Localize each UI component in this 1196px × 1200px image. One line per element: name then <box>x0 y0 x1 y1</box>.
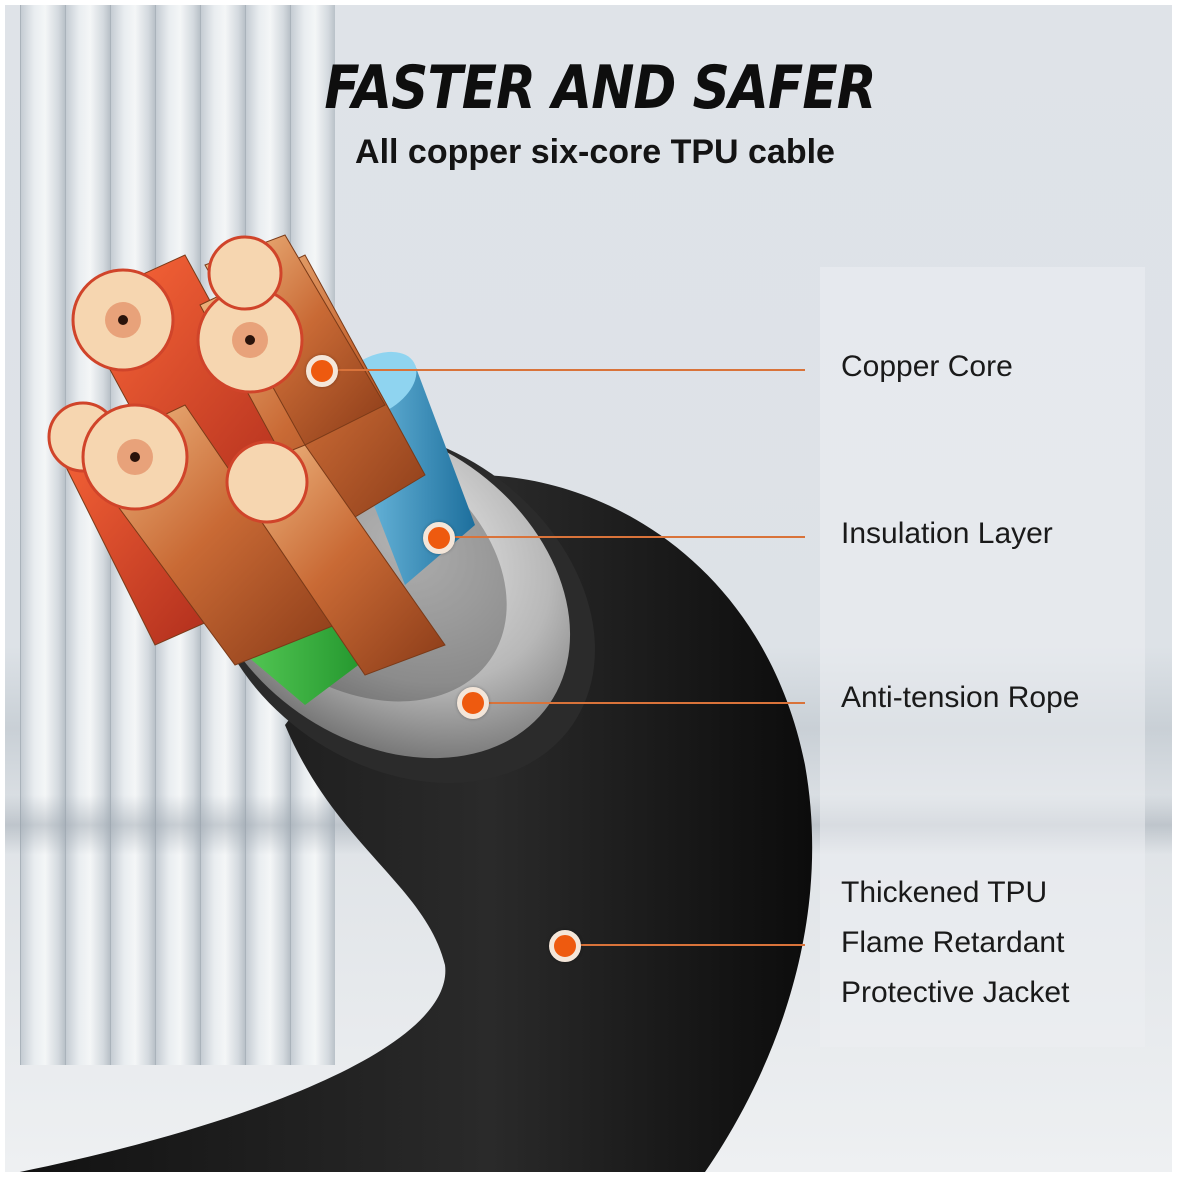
marker-dot-icon <box>549 930 581 962</box>
headline-subtitle: All copper six-core TPU cable <box>355 133 835 171</box>
leader-line-copper-core <box>335 369 805 371</box>
callout-label-jacket-line-1: Thickened TPU <box>841 876 1048 909</box>
callout-label-insulation-layer: Insulation Layer <box>841 517 1053 550</box>
marker-dot-icon <box>423 522 455 554</box>
leader-line-anti-tension-rope <box>485 702 805 704</box>
leader-line-insulation-layer <box>450 536 805 538</box>
callout-label-copper-core: Copper Core <box>841 350 1013 383</box>
headline-title: FASTER AND SAFER <box>324 53 876 123</box>
callout-label-jacket-line-2: Flame Retardant <box>841 926 1065 959</box>
marker-dot-icon <box>457 687 489 719</box>
callout-label-jacket-line-3: Protective Jacket <box>841 976 1070 1009</box>
product-image: FASTER AND SAFER All copper six-core TPU… <box>5 5 1172 1172</box>
marker-dot-icon <box>306 355 338 387</box>
leader-line-jacket <box>575 944 805 946</box>
label-panel <box>820 267 1145 1047</box>
callout-label-anti-tension-rope: Anti-tension Rope <box>841 681 1080 714</box>
